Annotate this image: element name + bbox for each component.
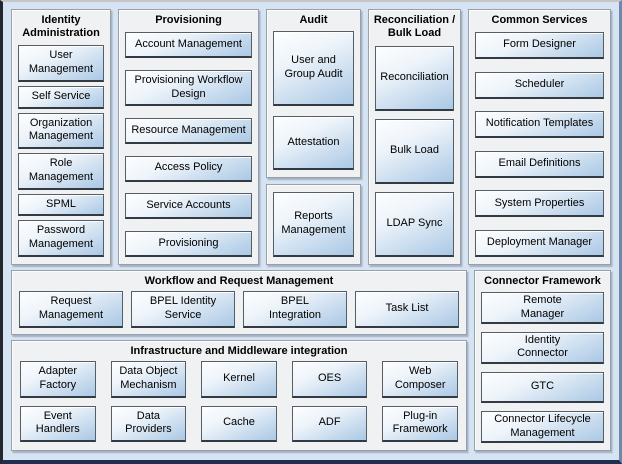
- bottom-row: Workflow and Request Management Request …: [11, 270, 611, 451]
- infrastructure-title: Infrastructure and Middleware integratio…: [130, 345, 348, 357]
- panel-common-services: Common Services Form Designer Scheduler …: [468, 9, 611, 265]
- common-services-title: Common Services: [491, 14, 588, 26]
- node-user-management: User Management: [18, 45, 104, 82]
- node-notification-templates: Notification Templates: [475, 111, 604, 139]
- panel-audit: Audit User and Group Audit Attestation: [266, 9, 361, 179]
- node-bulk-load: Bulk Load: [375, 119, 454, 185]
- node-provisioning-workflow-design: Provisioning Workflow Design: [125, 69, 252, 107]
- node-data-providers: Data Providers: [110, 405, 187, 442]
- node-connector-lifecycle-management: Connector Lifecycle Management: [481, 411, 604, 443]
- audit-column: Audit User and Group Audit Attestation R…: [266, 9, 361, 265]
- audit-boxes: User and Group Audit Attestation: [267, 29, 360, 177]
- reconciliation-boxes: Reconciliation Bulk Load LDAP Sync: [369, 42, 460, 264]
- identity-administration-boxes: User Management Self Service Organizatio…: [12, 42, 110, 264]
- connector-framework-title: Connector Framework: [484, 275, 601, 287]
- node-identity-connector: Identity Connector: [481, 331, 604, 364]
- node-role-management: Role Management: [18, 153, 104, 190]
- node-event-handlers: Event Handlers: [20, 405, 96, 442]
- reports-boxes: Reports Management: [267, 185, 360, 264]
- node-form-designer: Form Designer: [475, 32, 604, 60]
- node-provisioning: Provisioning: [125, 230, 252, 257]
- provisioning-title: Provisioning: [155, 14, 222, 26]
- reconciliation-bulk-load-title: Reconciliation / Bulk Load: [373, 14, 456, 40]
- infrastructure-boxes: Adapter Factory Data Object Mechanism Ke…: [12, 360, 466, 450]
- node-web-composer: Web Composer: [382, 361, 458, 398]
- node-scheduler: Scheduler: [475, 71, 604, 99]
- node-user-and-group-audit: User and Group Audit: [273, 31, 354, 106]
- workflow-title: Workflow and Request Management: [144, 275, 334, 287]
- node-email-definitions: Email Definitions: [475, 150, 604, 178]
- node-account-management: Account Management: [125, 32, 252, 59]
- panel-workflow-request-management: Workflow and Request Management Request …: [11, 270, 467, 335]
- audit-title: Audit: [299, 14, 328, 26]
- node-service-accounts: Service Accounts: [125, 193, 252, 220]
- node-reports-management: Reports Management: [273, 192, 354, 257]
- node-oes: OES: [291, 361, 368, 398]
- node-spml: SPML: [18, 193, 104, 217]
- node-reconciliation: Reconciliation: [375, 46, 454, 112]
- node-request-management: Request Management: [19, 291, 123, 328]
- connector-framework-boxes: Remote Manager Identity Connector GTC Co…: [475, 290, 610, 450]
- bottom-left-column: Workflow and Request Management Request …: [11, 270, 467, 451]
- node-cache: Cache: [201, 405, 277, 442]
- node-self-service: Self Service: [18, 85, 104, 109]
- top-row: Identity Administration User Management …: [11, 9, 611, 265]
- node-task-list: Task List: [355, 291, 459, 328]
- node-ldap-sync: LDAP Sync: [375, 192, 454, 257]
- node-remote-manager: Remote Manager: [481, 292, 604, 324]
- node-access-policy: Access Policy: [125, 155, 252, 182]
- node-data-object-mechanism: Data Object Mechanism: [110, 361, 187, 398]
- panel-reports: Reports Management: [266, 184, 361, 265]
- panel-infrastructure-middleware: Infrastructure and Middleware integratio…: [11, 340, 467, 451]
- panel-provisioning: Provisioning Account Management Provisio…: [118, 9, 259, 265]
- node-attestation: Attestation: [273, 115, 354, 171]
- node-bpel-identity-service: BPEL Identity Service: [131, 291, 235, 328]
- node-kernel: Kernel: [201, 361, 277, 398]
- panel-reconciliation-bulk-load: Reconciliation / Bulk Load Reconciliatio…: [368, 9, 461, 265]
- node-organization-management: Organization Management: [18, 112, 104, 150]
- node-system-properties: System Properties: [475, 190, 604, 218]
- node-deployment-manager: Deployment Manager: [475, 230, 604, 257]
- workflow-boxes: Request Management BPEL Identity Service…: [12, 290, 466, 335]
- node-password-management: Password Management: [18, 220, 104, 257]
- provisioning-boxes: Account Management Provisioning Workflow…: [119, 29, 258, 264]
- node-bpel-integration: BPEL Integration: [243, 291, 347, 328]
- panel-connector-framework: Connector Framework Remote Manager Ident…: [474, 270, 611, 451]
- node-gtc: GTC: [481, 371, 604, 404]
- panel-identity-administration: Identity Administration User Management …: [11, 9, 111, 265]
- node-adapter-factory: Adapter Factory: [20, 361, 96, 398]
- node-resource-management: Resource Management: [125, 118, 252, 144]
- node-plug-in-framework: Plug-in Framework: [382, 405, 458, 442]
- common-services-boxes: Form Designer Scheduler Notification Tem…: [469, 29, 610, 264]
- node-adf: ADF: [291, 405, 368, 442]
- identity-administration-title: Identity Administration: [22, 14, 100, 40]
